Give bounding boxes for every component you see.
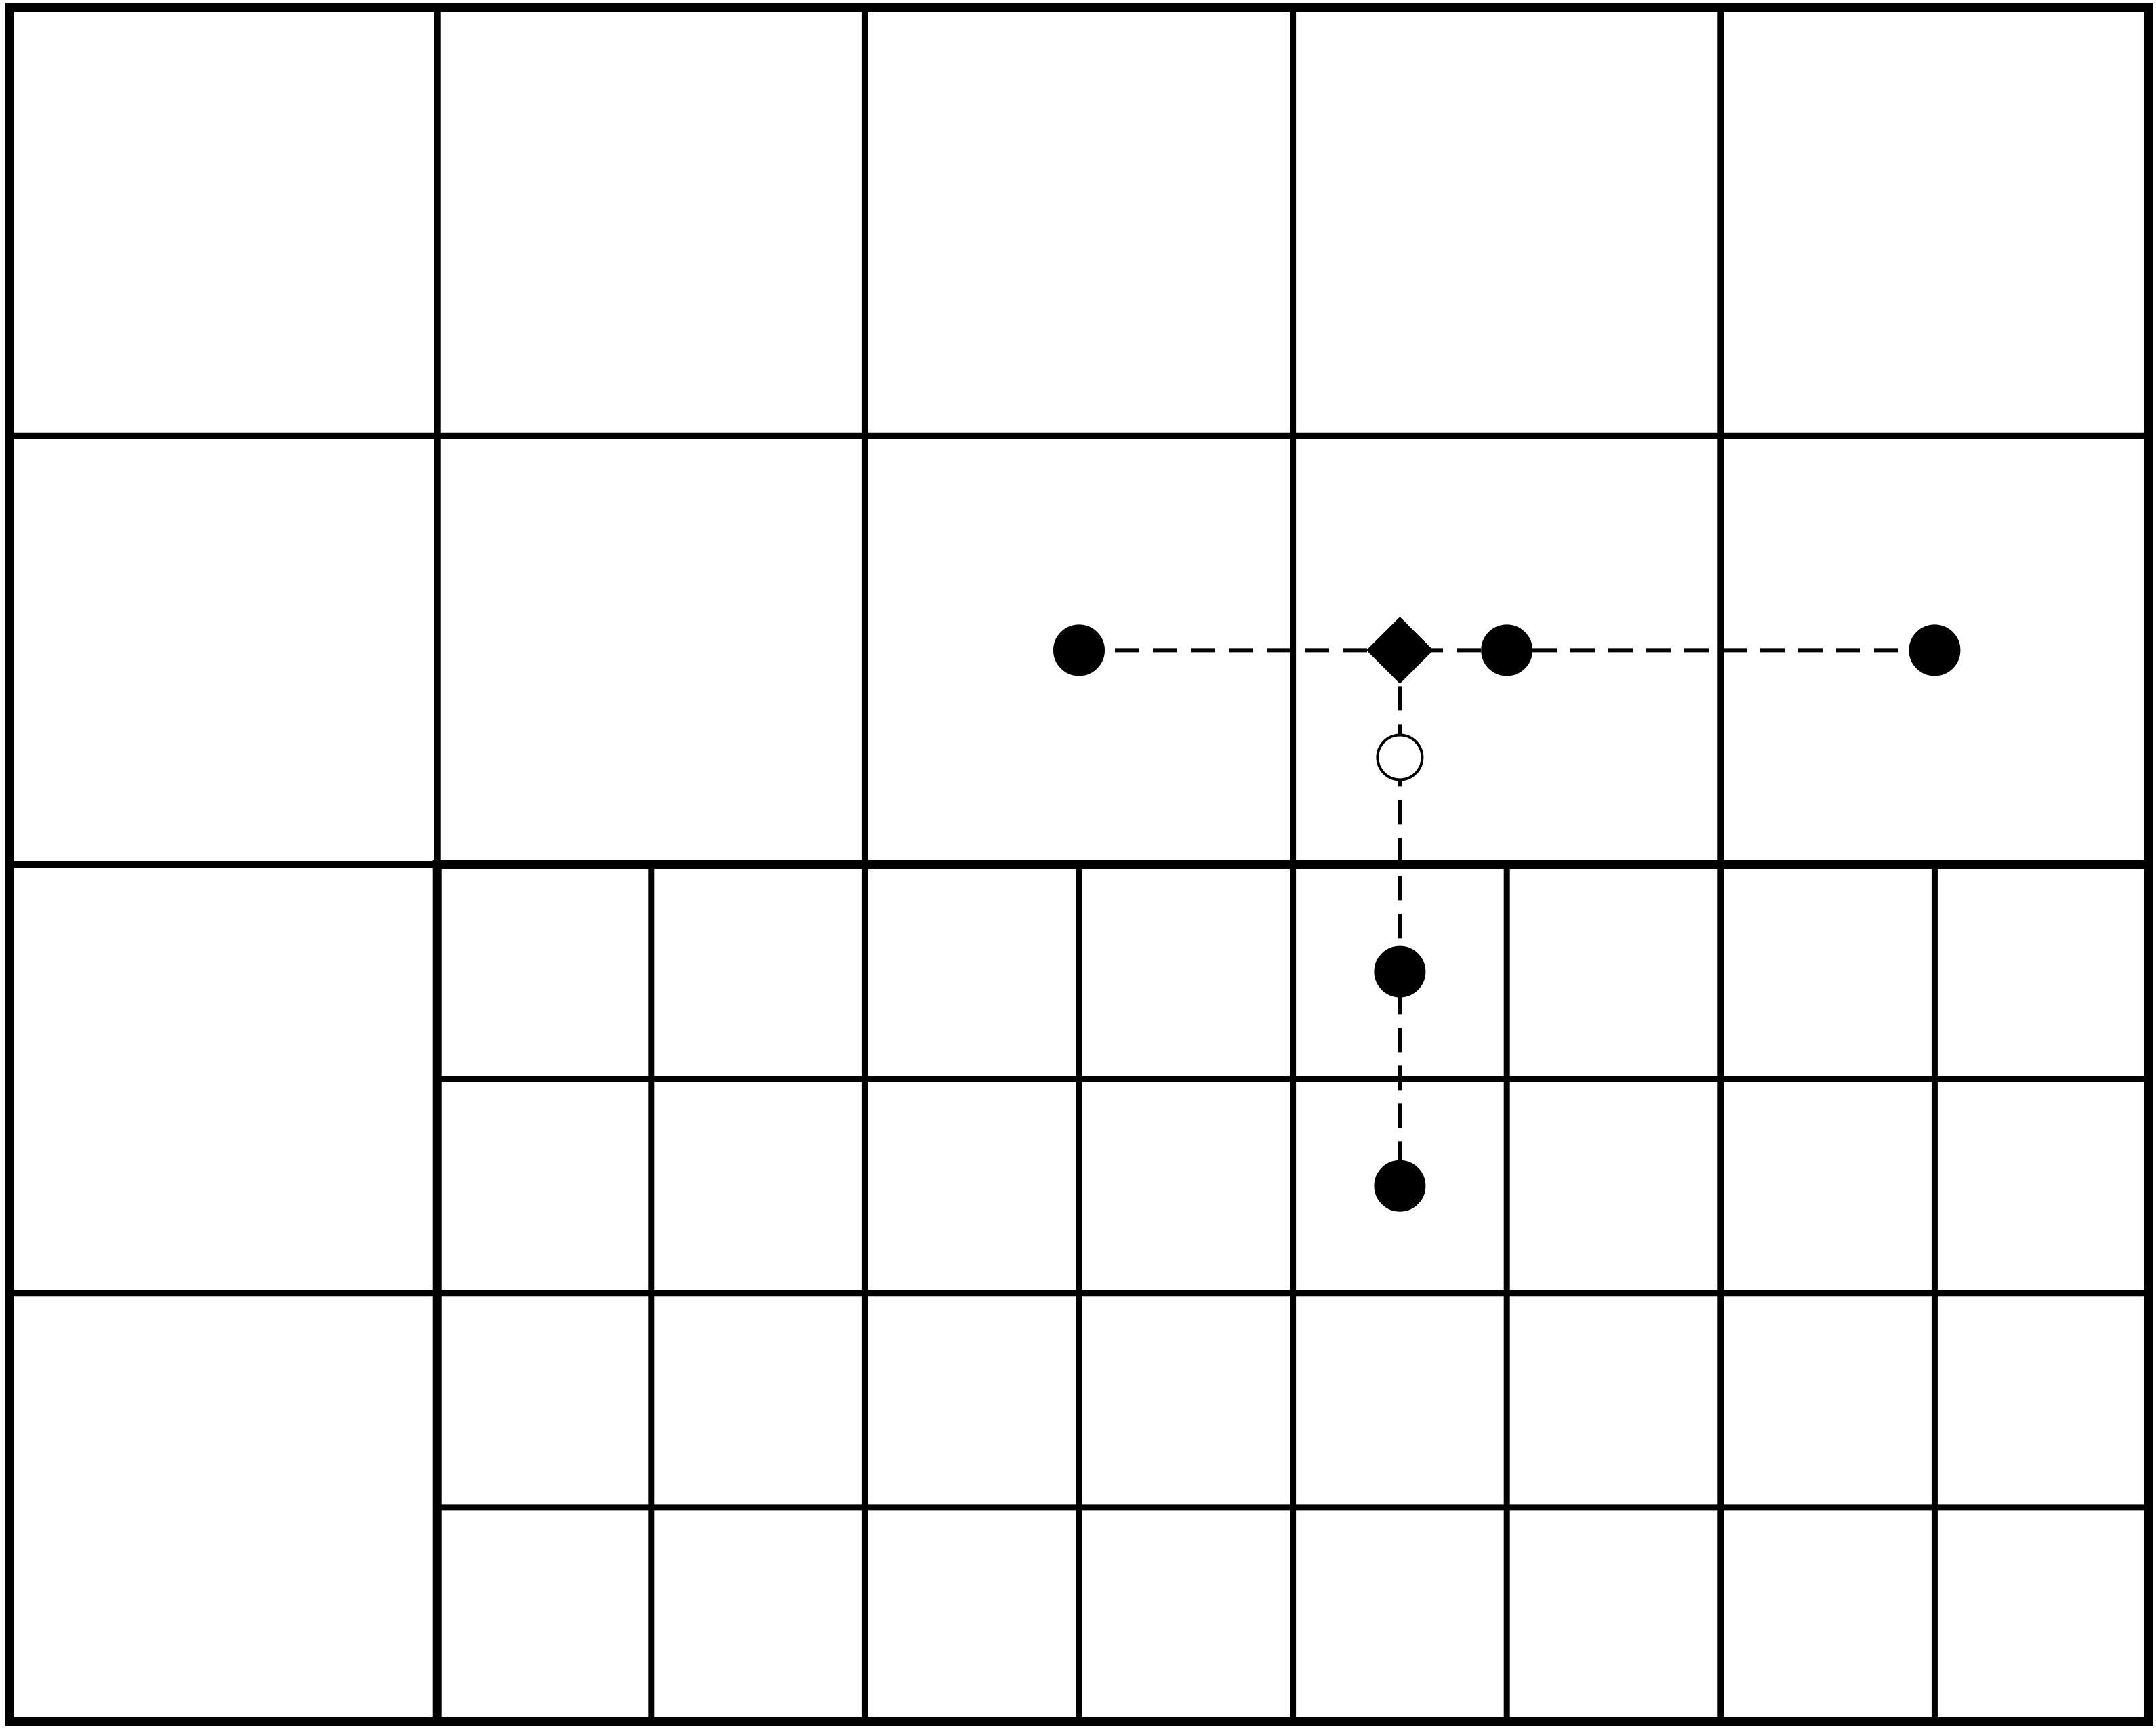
stencil-point-vertical: [1374, 1160, 1426, 1212]
stencil-point-horizontal: [1909, 624, 1961, 676]
stencil-point-horizontal: [1053, 624, 1105, 676]
stencil-point-horizontal: [1481, 624, 1533, 676]
stencil-points: [1053, 616, 1961, 1212]
outer-border-rect: [5, 3, 2153, 1726]
stencil-ghost-point: [1376, 733, 1424, 781]
stencil-center-diamond: [1366, 616, 1433, 684]
stencil-point-vertical: [1374, 945, 1426, 998]
fine-patch-grid: [432, 860, 2153, 1726]
outer-border: [5, 3, 2153, 1726]
